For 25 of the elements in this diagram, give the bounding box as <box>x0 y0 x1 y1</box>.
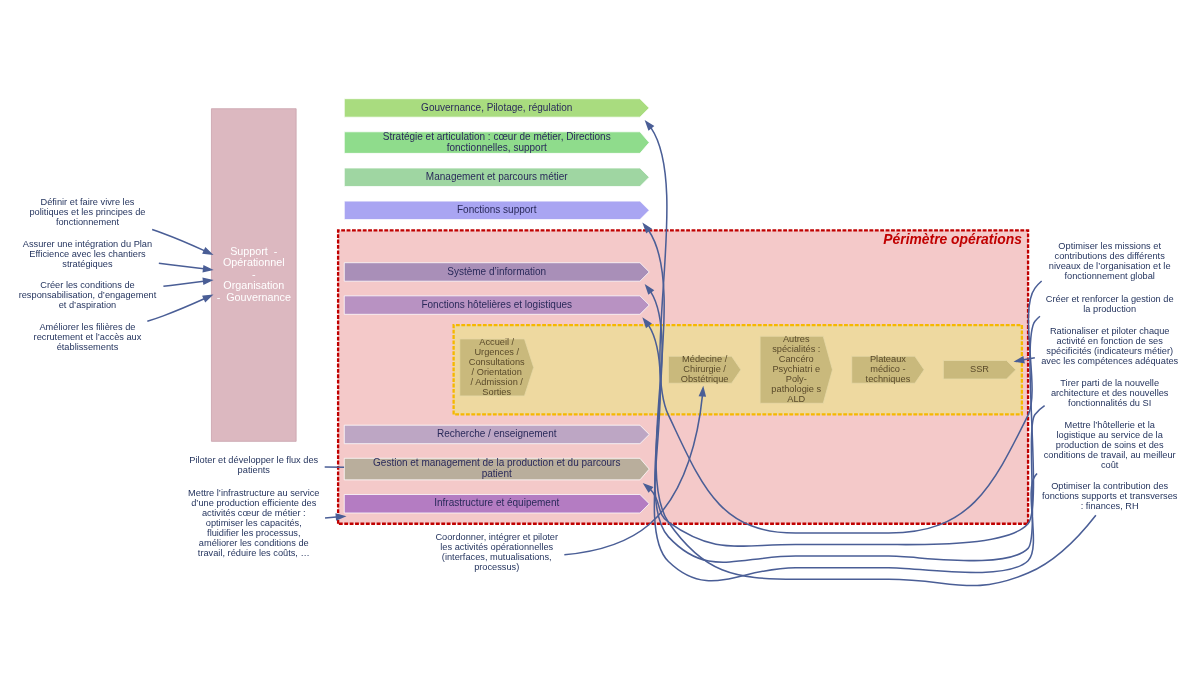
arrow <box>1013 355 1036 363</box>
arrow <box>642 222 1097 586</box>
node-text: Assurer une intégration du Plan Efficience avec les chantiers stratégiques <box>22 238 153 269</box>
node-text: Tirer parti de la nouvelle architecture et des nouvelles fonctionnalités du SI <box>1050 377 1169 408</box>
node-text: Créer les conditions de responsabilisation, d’engagement et d’aspiration <box>18 279 157 310</box>
node-text: Définir et faire vivre les politiques et les principes de fonctionnement <box>29 196 146 227</box>
arrow <box>151 228 214 255</box>
node-text: Améliorer les filières de recrutement et l’accès aux établissements <box>33 321 142 352</box>
arrow <box>324 512 347 521</box>
node-text: Créer et renforcer la gestion de la production <box>1045 293 1174 314</box>
arrow <box>162 277 214 287</box>
arrow <box>644 283 1046 563</box>
node-text: Mettre l’hôtellerie et la logistique au service de la production de soins et des conditions de travail, au meilleur coût <box>1043 419 1176 470</box>
node-text: Coordonner, intégrer et piloter les activités opérationnelles (interfaces, mutualisations, processus) <box>435 531 559 572</box>
node-text: Optimiser la contribution des fonctions supports et transverses : finances, RH <box>1041 480 1178 511</box>
arrow <box>146 294 214 322</box>
node-text: Piloter et développer le flux des patients <box>189 454 319 475</box>
arrow <box>644 119 1043 534</box>
arrow <box>158 261 214 272</box>
node-text: Mettre l’infrastructure au service d’une production efficiente des activités cœur de métier : optimiser les capacités, fluidifier les processus, améliorer les conditions de travail, réduire les coûts, … <box>188 487 320 558</box>
connector <box>323 465 345 468</box>
node-text: Rationaliser et piloter chaque activité en fonction de ses spécificités (indicateurs métier) avec les compétences adéquates <box>1041 325 1179 366</box>
node-box: Support - Opérationnel - Organisation - Gouvernance <box>211 107 297 442</box>
node-text: Optimiser les missions et contributions des différents niveaux de l’organisation et le fonctionnement global <box>1048 240 1171 281</box>
arrow <box>563 385 707 556</box>
